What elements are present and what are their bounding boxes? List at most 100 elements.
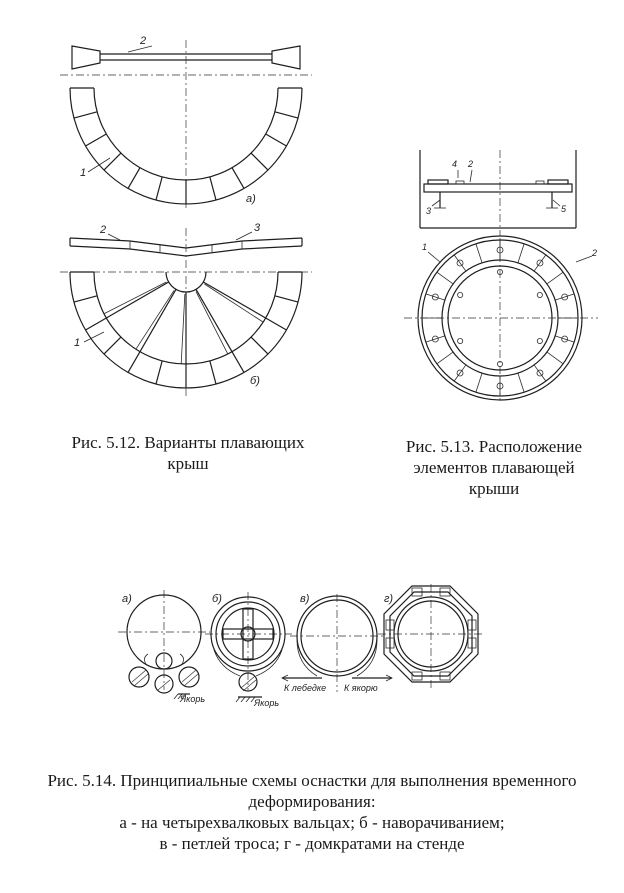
radial-truss-edge (103, 281, 167, 315)
fig-5-13-caption-line-2: элементов плавающей (413, 458, 575, 477)
ring-segment-divider (231, 167, 245, 189)
pontoon-divider (517, 373, 525, 393)
fig-5-14-variant-g: г) (378, 584, 484, 688)
fig-5-12-callout-2b: 2 (99, 224, 106, 236)
support-hole (456, 369, 464, 377)
fig-5-14-a-roll-hatching (131, 669, 199, 691)
fig-5-14-caption-line-2: деформирования: (248, 792, 376, 811)
ring-segment-divider (209, 360, 217, 385)
fig-5-12-callout-3: 3 (254, 222, 261, 234)
fig-5-13-callout-2: 2 (467, 159, 473, 169)
pontoon-divider (546, 351, 564, 365)
ring-segment-divider (73, 295, 98, 303)
ring-segment-divider (250, 152, 269, 171)
pontoon-divider (533, 364, 547, 382)
fig-5-14-caption-line-1: Рис. 5.14. Принципиальные схемы оснастки… (47, 771, 577, 790)
pontoon-divider (475, 373, 483, 393)
ring-segment-divider (85, 317, 107, 331)
fig-5-12-variant-b: 2 3 1 б) (60, 222, 312, 396)
fig-5-13-caption: Рис. 5.13. Расположение элементов плаваю… (384, 436, 604, 499)
jack (385, 619, 395, 631)
fig-5-13-callout-1: 1 (422, 242, 427, 252)
fig-5-14-variant-b: б) Якорь (205, 592, 292, 708)
jack (411, 587, 423, 597)
pontoon-divider (425, 335, 445, 343)
jack (385, 637, 395, 649)
ring-segment-divider (85, 133, 107, 147)
fig-5-14-anchor-v: К якорю (344, 683, 378, 693)
radial-truss (106, 281, 169, 319)
pontoon-divider (425, 293, 445, 301)
jack (467, 619, 477, 631)
jack (411, 671, 423, 681)
ring-segment-divider (155, 176, 163, 201)
fig-5-12-caption: Рис. 5.12. Варианты плавающих крыш (38, 432, 338, 474)
radial-truss-edge (180, 293, 186, 364)
inner-support-hole (536, 337, 543, 344)
support-hole (431, 335, 439, 343)
pontoon-divider (555, 293, 575, 301)
fig-5-14-winch-label: К лебедке (284, 683, 326, 693)
ring-segment-divider (155, 360, 163, 385)
support-hole (561, 293, 569, 301)
fig-5-14-caption: Рис. 5.14. Принципиальные схемы оснастки… (0, 770, 624, 854)
ring-segment-divider (103, 152, 122, 171)
fig-5-14-label-v: в) (300, 593, 310, 605)
ring-segment-divider (209, 176, 217, 201)
support-hole (496, 382, 504, 390)
fig-5-13-callout-4: 4 (452, 159, 457, 169)
jack (439, 671, 451, 681)
pontoon-divider (555, 335, 575, 343)
fig-5-14-variant-v: в) К лебедке К якорю (281, 593, 393, 693)
inner-support-hole (496, 360, 503, 367)
ring-segment-divider (127, 167, 141, 189)
radial-truss-edge (204, 283, 264, 323)
fig-5-13-support-holes (431, 246, 569, 390)
support-hole (496, 246, 504, 254)
radial-truss (203, 281, 266, 319)
support-hole (536, 369, 544, 377)
support-hole (536, 259, 544, 267)
fig-5-12-b-ring-segments (73, 295, 299, 388)
ring-segment-divider (274, 295, 299, 303)
ring-segment-divider (265, 133, 287, 147)
fig-5-13-callout-2b: 2 (591, 248, 597, 258)
pontoon-divider (517, 243, 525, 263)
fig-5-12-caption-line-1: Рис. 5.12. Варианты плавающих (71, 433, 305, 452)
radial-truss-edge (195, 291, 229, 355)
pontoon-divider (453, 254, 467, 272)
fig-5-13-plan: 1 2 (404, 235, 598, 401)
fig-5-14-label-g: г) (384, 593, 393, 605)
fig-5-14-anchor-b: Якорь (253, 698, 279, 708)
fig-5-12-callout-1: 1 (80, 167, 86, 179)
fig-5-14-anchor-a: Якорь (179, 694, 205, 704)
fig-5-12-variant-a: 2 1 а) (60, 35, 312, 210)
fig-5-12-callout-1b: 1 (74, 337, 80, 349)
inner-support-hole (457, 337, 464, 344)
fig-5-13-caption-line-3: крыши (468, 479, 520, 498)
pontoon-divider (546, 271, 564, 285)
fig-5-12-label-b: б) (250, 375, 260, 387)
radial-truss (195, 289, 233, 352)
radial-truss (139, 289, 177, 352)
ring-segment-divider (274, 111, 299, 119)
pontoon-divider (453, 364, 467, 382)
fig-5-13-callout-5: 5 (561, 204, 567, 214)
fig-5-12-label-a: а) (246, 193, 256, 205)
fig-5-14-caption-line-3: а - на четырехвалковых вальцах; б - наво… (119, 813, 505, 832)
fig-5-14-caption-line-4: в - петлей троса; г - домкратами на стен… (159, 834, 465, 853)
fig-5-14-variant-a: а) Якорь (118, 590, 210, 704)
pontoon-divider (436, 351, 454, 365)
pontoon-divider (533, 254, 547, 272)
radial-truss-edge (135, 290, 175, 350)
fig-5-13-caption-line-1: Рис. 5.13. Расположение (405, 437, 583, 456)
jack (467, 637, 477, 649)
pontoon-divider (475, 243, 483, 263)
support-hole (561, 335, 569, 343)
fig-5-13-section: 4 2 3 5 (419, 150, 577, 236)
ring-segment-divider (265, 317, 287, 331)
inner-support-hole (496, 268, 503, 275)
inner-support-hole (536, 291, 543, 298)
fig-5-12-b-spokes (103, 281, 266, 364)
